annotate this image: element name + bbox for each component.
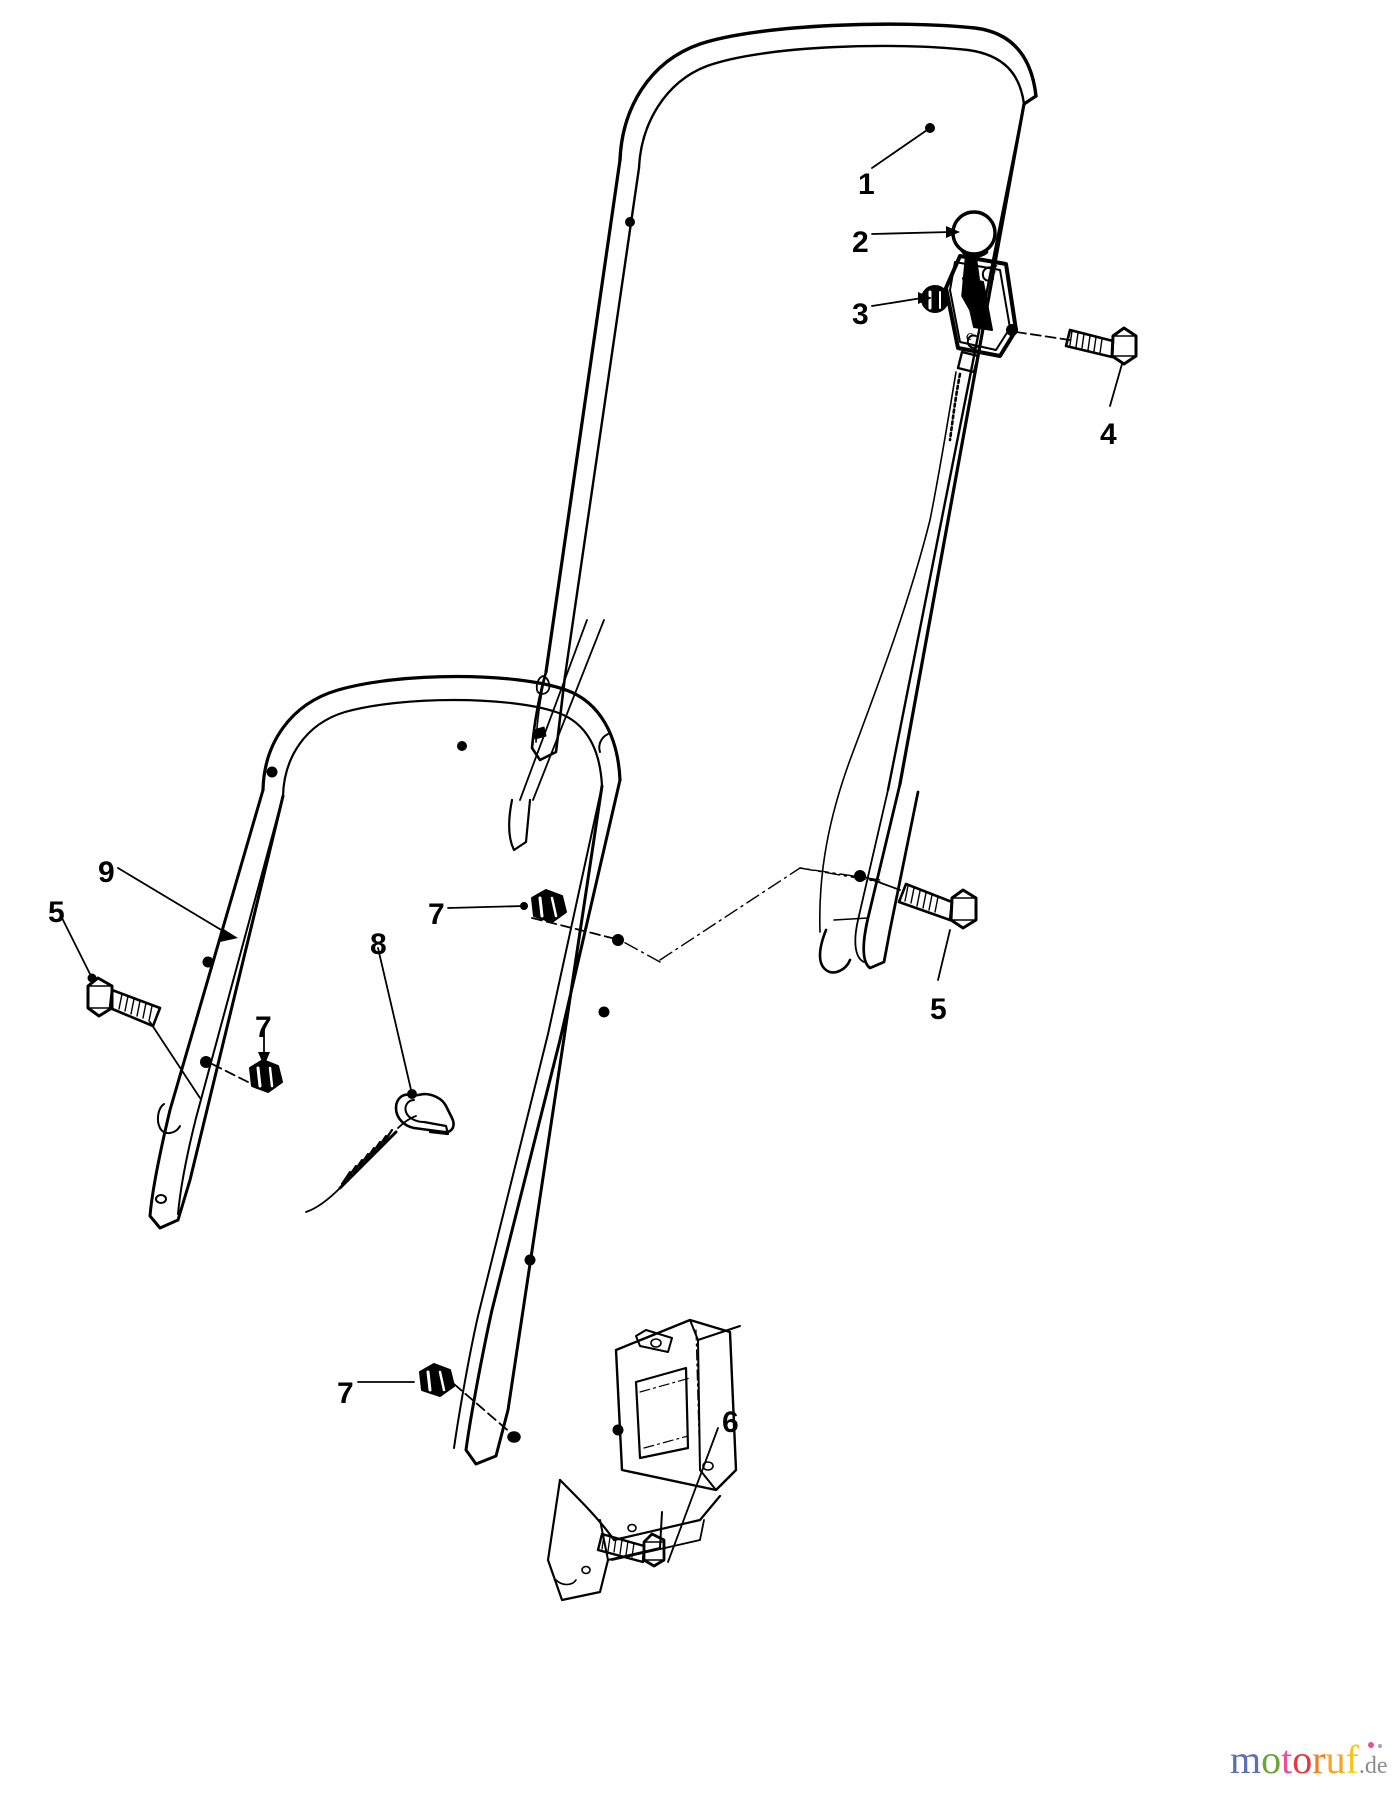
upper-handle-bar	[530, 22, 1038, 974]
mounting-bracket	[546, 1318, 741, 1602]
watermark-dot-2	[1378, 1744, 1382, 1748]
lever-mark-top: c	[990, 258, 998, 277]
hex-bolt-right	[897, 882, 978, 930]
watermark-letter-t: t	[1281, 1737, 1293, 1782]
callout-9[interactable]: 9	[98, 856, 115, 889]
control-lever-housing	[944, 251, 1018, 374]
callout-6[interactable]: 6	[722, 1406, 739, 1439]
watermark-letter-o2: o	[1292, 1737, 1313, 1782]
lock-nut-upper	[531, 889, 567, 923]
control-knob	[951, 210, 997, 258]
watermark-letter-f: f	[1345, 1737, 1359, 1782]
callout-7-lower[interactable]: 7	[337, 1377, 354, 1410]
watermark-motoruf: motoruf.de	[1230, 1740, 1388, 1786]
watermark-letter-r: r	[1312, 1737, 1326, 1782]
hex-bolt-left	[86, 976, 162, 1028]
hex-bolt-lever	[1064, 326, 1138, 366]
assembly-phantom-lines	[619, 867, 881, 963]
control-cable	[818, 371, 962, 933]
watermark-letter-u: u	[1325, 1737, 1346, 1782]
watermark-letter-m: m	[1230, 1737, 1262, 1782]
lock-nut-mid	[249, 1059, 283, 1093]
lock-nut-lower	[419, 1363, 455, 1397]
callout-7-mid[interactable]: 7	[255, 1011, 272, 1044]
callout-7-upper[interactable]: 7	[428, 898, 445, 931]
lever-mark-bottom: c	[966, 328, 973, 344]
callout-2[interactable]: 2	[852, 226, 869, 259]
attachment-dots	[200, 217, 866, 1436]
callout-8[interactable]: 8	[370, 928, 387, 961]
callout-4[interactable]: 4	[1100, 418, 1117, 451]
bracket-bolt	[596, 1532, 666, 1568]
watermark-dot-1	[1368, 1742, 1374, 1748]
lower-handle-bar	[148, 619, 622, 1466]
callout-5-left[interactable]: 5	[48, 896, 65, 929]
leader-lines	[61, 123, 1123, 1563]
callout-1[interactable]: 1	[858, 168, 875, 201]
watermark-letter-o1: o	[1261, 1737, 1282, 1782]
watermark-suffix: .de	[1358, 1753, 1388, 1779]
callout-3[interactable]: 3	[852, 298, 869, 331]
callout-5-right[interactable]: 5	[930, 993, 947, 1026]
extension-spring	[305, 1115, 417, 1213]
cable-clip	[394, 1092, 455, 1136]
